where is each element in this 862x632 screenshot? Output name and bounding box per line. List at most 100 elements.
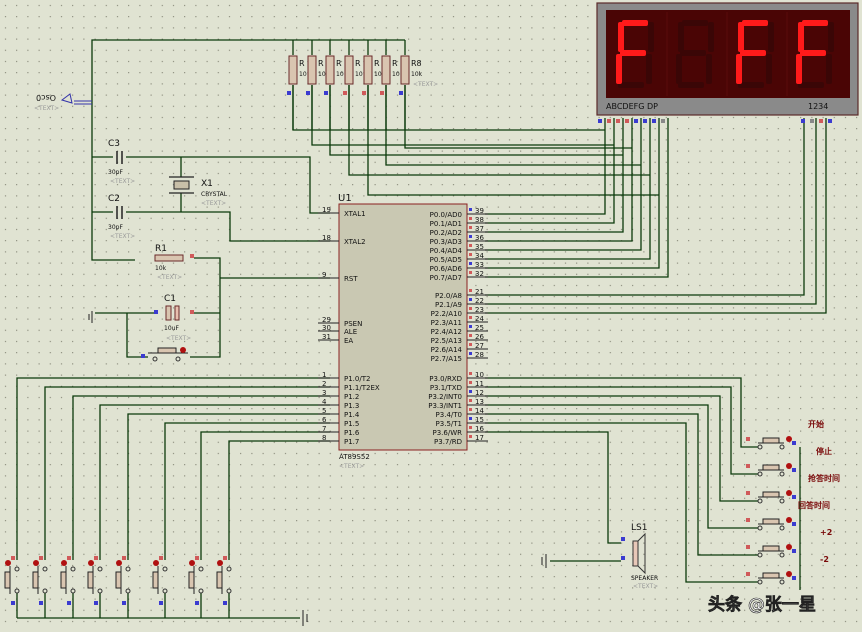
- segment-d: [618, 82, 644, 88]
- segment-f: [618, 22, 624, 52]
- pin-marker: [469, 244, 472, 247]
- button-pin: [11, 601, 15, 605]
- button-contact: [779, 552, 785, 558]
- button-pin: [792, 522, 796, 526]
- resistor-value: 10: [318, 71, 326, 78]
- capacitor-c2[interactable]: C2 30pF <TEXT>: [108, 194, 135, 240]
- button-contact: [42, 566, 48, 572]
- player-button[interactable]: [4, 556, 20, 605]
- control-button[interactable]: 停止: [746, 446, 832, 477]
- wire-p1: [99, 404, 330, 560]
- pin-name: P1.3: [344, 402, 359, 410]
- pin-number: 1: [322, 371, 326, 379]
- pin-number: 36: [475, 234, 484, 242]
- button-label: 回答时间: [798, 500, 830, 510]
- button-pin: [67, 556, 71, 560]
- wire-seg-bus: [292, 85, 605, 131]
- resistor-r1[interactable]: R1 10k <TEXT>: [154, 244, 194, 281]
- button-cap: [762, 545, 780, 552]
- button-contact: [70, 566, 76, 572]
- player-button[interactable]: [152, 556, 168, 605]
- segment-e: [676, 54, 682, 84]
- wire-p1: [200, 431, 330, 560]
- crystal-x1[interactable]: X1 CRYSTAL <TEXT>: [169, 176, 228, 207]
- wire-p0: [485, 118, 633, 242]
- speaker-ls1[interactable]: LS1 SPEAKER <TEXT>: [621, 523, 658, 590]
- button-contact: [162, 588, 168, 594]
- segment-f: [678, 22, 684, 52]
- x1-name: X1: [201, 179, 213, 189]
- pin-name: RST: [344, 275, 358, 283]
- seven-segment-display[interactable]: ABCDEFG DP 1234: [596, 2, 859, 123]
- player-button[interactable]: [60, 556, 76, 605]
- pin-number: 28: [475, 351, 484, 359]
- display-pin: [625, 119, 629, 123]
- ls1-text: <TEXT>: [633, 583, 658, 590]
- pin-name: P2.6/A14: [431, 346, 463, 354]
- r1-name: R1: [155, 244, 167, 254]
- pin-name: P2.7/A15: [431, 355, 462, 363]
- button-pin: [94, 556, 98, 560]
- button-contact: [757, 471, 763, 477]
- button-cap: [762, 491, 780, 498]
- player-button[interactable]: [188, 556, 204, 605]
- button-contact: [198, 566, 204, 572]
- reset-button[interactable]: [141, 347, 188, 362]
- player-button[interactable]: [115, 556, 131, 605]
- control-button[interactable]: 抢答时间: [746, 473, 840, 504]
- pin-number: 19: [322, 206, 331, 214]
- pin-number: 38: [475, 216, 484, 224]
- pin-name: EA: [344, 337, 353, 345]
- button-contact: [779, 498, 785, 504]
- segment-a: [622, 20, 648, 26]
- button-contact: [226, 588, 232, 594]
- segment-b: [828, 22, 834, 52]
- button-indicator: [786, 463, 792, 469]
- button-label: 抢答时间: [808, 473, 840, 483]
- player-button[interactable]: [216, 556, 232, 605]
- button-cap: [216, 571, 223, 589]
- pin-name: P3.0/RXD: [429, 375, 462, 383]
- segment-b: [708, 22, 714, 52]
- segment-c: [826, 54, 832, 84]
- player-button[interactable]: [87, 556, 103, 605]
- resistor-name: R8: [411, 59, 422, 68]
- clock-terminal[interactable]: Osc0 <TEXT>: [34, 93, 92, 112]
- pin-name: P1.1/T2EX: [344, 384, 380, 392]
- resistor-value: 10: [336, 71, 344, 78]
- control-button[interactable]: 开始: [746, 419, 824, 450]
- wire-p3: [485, 413, 760, 556]
- ls1-value: SPEAKER: [631, 575, 658, 582]
- c1-text: <TEXT>: [166, 335, 191, 342]
- button-contact: [757, 525, 763, 531]
- button-contact: [42, 588, 48, 594]
- player-button[interactable]: [32, 556, 48, 605]
- wire-seg-bus: [329, 85, 623, 156]
- pin-number: 6: [322, 416, 327, 424]
- wire-seg-bus: [311, 85, 614, 146]
- control-button[interactable]: 回答时间: [746, 500, 830, 531]
- control-button[interactable]: -2: [746, 555, 829, 585]
- button-pin: [94, 601, 98, 605]
- button-cap: [762, 464, 780, 471]
- pin-marker: [469, 226, 472, 229]
- button-indicator: [786, 571, 792, 577]
- wire-p0: [485, 118, 660, 269]
- button-contact: [70, 588, 76, 594]
- control-button[interactable]: +2: [746, 528, 832, 558]
- segment-a: [742, 20, 768, 26]
- pin-number: 33: [475, 261, 484, 269]
- resistor-body: [325, 55, 335, 85]
- pin-number: 21: [475, 288, 484, 296]
- pin-number: 3: [322, 389, 326, 397]
- display-pin: [810, 119, 814, 123]
- capacitor-c3[interactable]: C3 30pF <TEXT>: [108, 139, 135, 185]
- button-pin: [746, 491, 750, 495]
- capacitor-c1[interactable]: C1 10uF <TEXT>: [154, 294, 194, 342]
- c2-name: C2: [108, 194, 120, 204]
- button-pin: [746, 518, 750, 522]
- c2-text: <TEXT>: [110, 233, 135, 240]
